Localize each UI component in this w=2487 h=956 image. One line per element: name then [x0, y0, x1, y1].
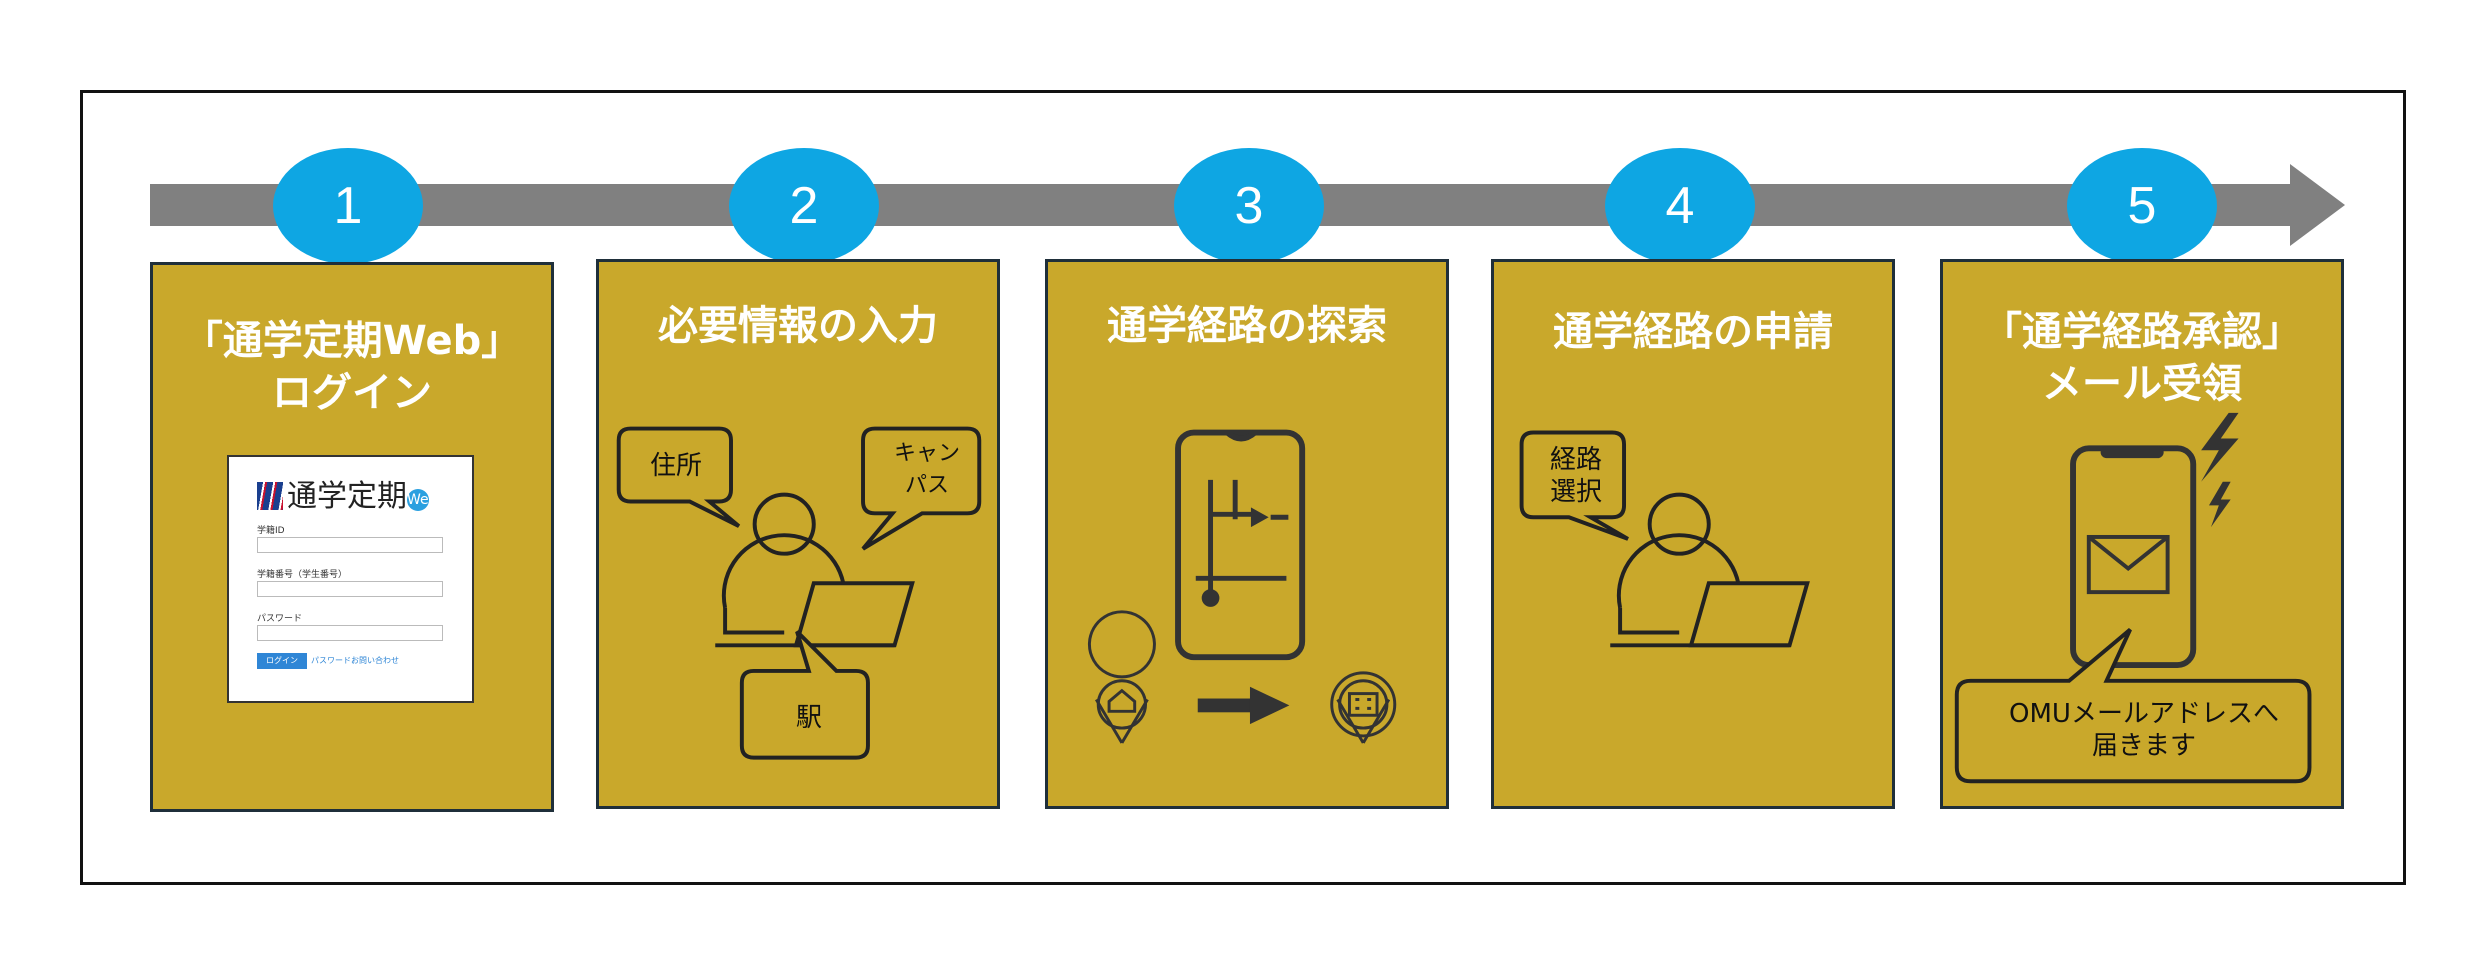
university-logo-icon: [257, 482, 283, 510]
step-title-1: 「通学定期Web」 ログイン: [182, 318, 522, 416]
step-number-1: 1: [273, 148, 423, 264]
speech-bubble-address-icon: [616, 426, 741, 528]
step-number-3: 3: [1174, 148, 1324, 264]
step-title-4: 通学経路の申請: [1553, 309, 1833, 355]
login-field3-label: パスワード: [257, 614, 303, 624]
speech-bubble-campus-icon: [861, 426, 982, 551]
home-pin-icon: [1087, 610, 1156, 744]
bubble-route-text: 経路 選択: [1549, 445, 1602, 507]
direction-arrow-icon: [1197, 686, 1290, 725]
bubble-mail-text: OMUメールアドレスへ 届きます: [2009, 699, 2279, 761]
login-field1-label: 学籍ID: [257, 526, 285, 536]
login-brand: 通学定期Web: [257, 471, 438, 515]
step-panel-1: 「通学定期Web」 ログイン 通学定期Web 学籍ID 学籍番号（学生番号） パ…: [150, 262, 554, 812]
speech-bubble-route-icon: [1519, 430, 1629, 541]
lightning-bolt-icon: [2201, 412, 2239, 528]
step-title-5: 「通学経路承認」 メール受領: [1982, 309, 2302, 407]
web-badge: Web: [407, 489, 438, 511]
step-panel-3: 通学経路の探索: [1045, 259, 1449, 809]
student-number-input[interactable]: [257, 581, 443, 597]
person-laptop-icon: [1610, 492, 1810, 648]
login-id-input[interactable]: [257, 537, 443, 553]
bubble-address-text: 住所: [649, 451, 702, 481]
step-panel-2: 必要情報の入力 住所 キャン パス 駅: [596, 259, 1000, 809]
step-title-3: 通学経路の探索: [1107, 303, 1387, 349]
step-title-2: 必要情報の入力: [658, 303, 938, 349]
login-field2-label: 学籍番号（学生番号）: [257, 570, 348, 580]
person-laptop-icon: [715, 492, 915, 648]
speech-bubble-mail-icon: [1954, 628, 2312, 784]
login-screen-thumbnail: 通学定期Web 学籍ID 学籍番号（学生番号） パスワード ログイン パスワード…: [227, 455, 474, 703]
step-number-5: 5: [2067, 148, 2217, 264]
smartphone-route-icon: [1175, 429, 1306, 661]
smartphone-mail-icon: [2070, 445, 2197, 668]
step-number-4: 4: [1605, 148, 1755, 264]
step-panel-5: 「通学経路承認」 メール受領 OMUメールアドレスへ 届きます: [1940, 259, 2344, 809]
step-number-2: 2: [729, 148, 879, 264]
password-input[interactable]: [257, 625, 443, 641]
diagram-frame: [80, 90, 2406, 885]
login-button[interactable]: ログイン: [257, 653, 307, 669]
speech-bubble-station-icon: [739, 630, 870, 760]
campus-pin-icon: [1330, 671, 1397, 744]
step-panel-4: 通学経路の申請 経路 選択: [1491, 259, 1895, 809]
bubble-station-text: 駅: [795, 703, 822, 733]
bubble-campus-text: キャン パス: [893, 441, 960, 498]
forgot-password-link[interactable]: パスワードお問い合わせ: [311, 656, 399, 665]
login-brand-text: 通学定期: [287, 479, 407, 514]
